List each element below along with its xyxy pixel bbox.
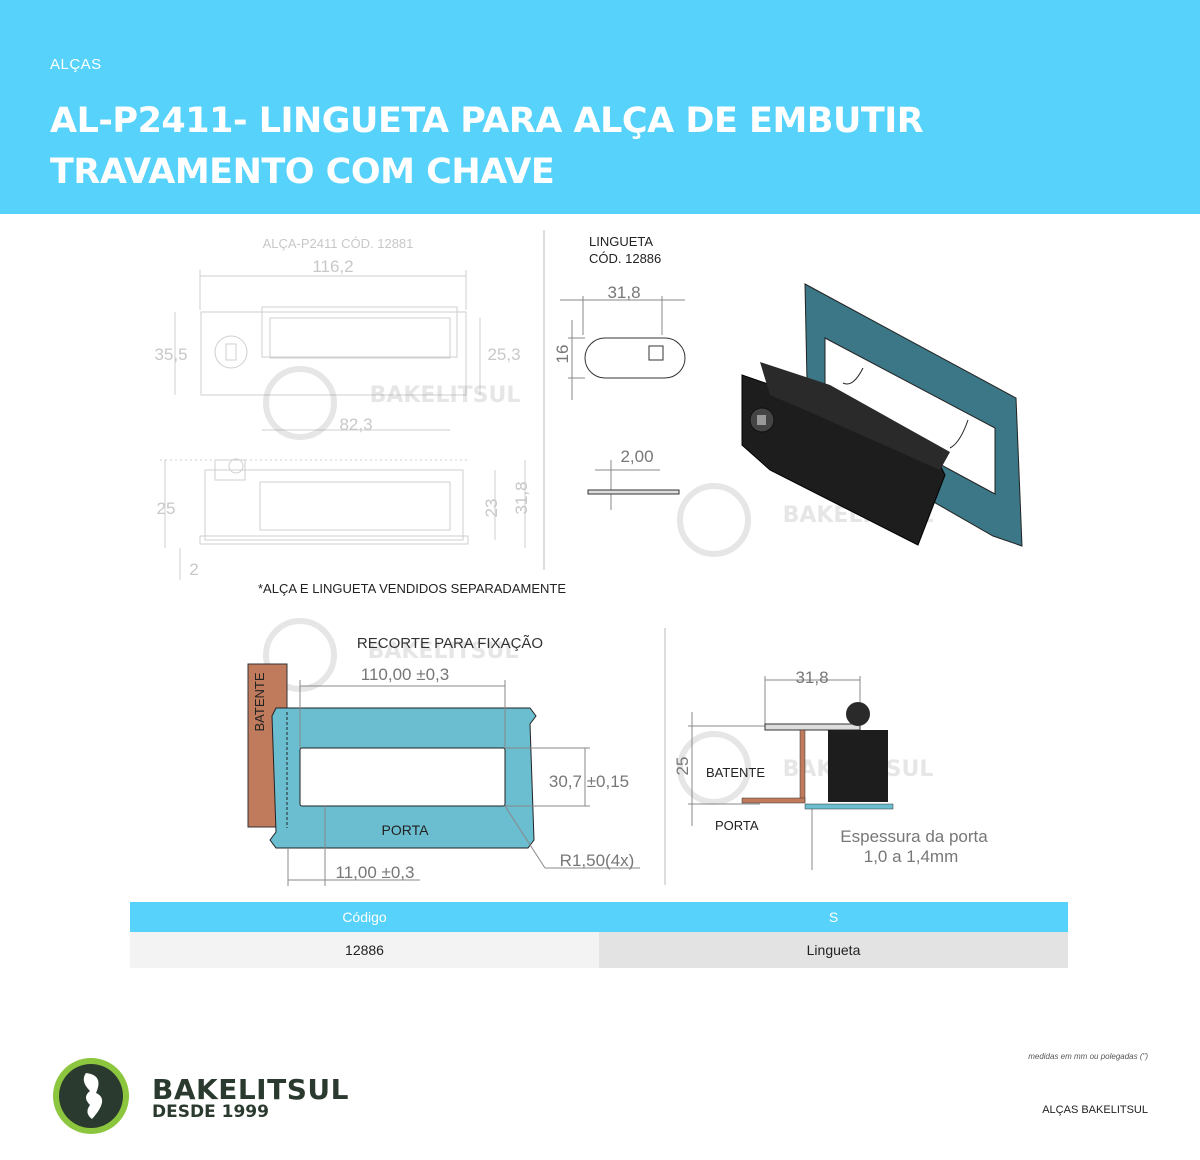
table-header-code: Código: [342, 909, 387, 925]
category-label: ALÇAS: [50, 56, 102, 73]
table-cell-code: 12886: [130, 932, 599, 968]
latch-drawing: LINGUETA CÓD. 12886 31,8 16 2,00: [553, 234, 686, 510]
handle-drawing: ALÇA-P2411 CÓD. 12881 116,2 35,5 25,3 82…: [154, 236, 531, 580]
handle-inner-height-dim: 25,3: [487, 345, 520, 364]
brand-since: DESDE 1999: [152, 1102, 269, 1122]
cutout-offset-dim: 11,00 ±0,3: [336, 863, 415, 882]
page-title: AL-P2411- LINGUETA PARA ALÇA DE EMBUTIR …: [50, 101, 924, 192]
thickness-line-1: Espessura da porta: [840, 827, 988, 846]
handle-width-dim: 116,2: [312, 257, 353, 276]
brand-name: BAKELITSUL: [152, 1073, 349, 1106]
technical-drawing: ALÇA-P2411 CÓD. 12881 116,2 35,5 25,3 82…: [154, 230, 1023, 886]
table-header: Código S: [130, 902, 1068, 932]
cutout-width-dim: 110,00 ±0,3: [361, 665, 449, 684]
svg-text:BAKELITSUL: BAKELITSUL: [368, 639, 519, 664]
thickness-line-2: 1,0 a 1,4mm: [864, 847, 959, 866]
cutout-title: RECORTE PARA FIXAÇÃO: [357, 635, 543, 652]
handle-height-dim: 35,5: [154, 345, 187, 364]
header-banner: ALÇAS AL-P2411- LINGUETA PARA ALÇA DE EM…: [0, 0, 1200, 214]
table-header-s: S: [828, 909, 839, 925]
svg-text:BAKELITSUL: BAKELITSUL: [370, 383, 521, 408]
handle-inner-width-dim: 82,3: [339, 415, 372, 434]
cutout-height-dim: 30,7 ±0,15: [549, 772, 629, 791]
units-note: medidas em mm ou polegadas ("): [1028, 1052, 1148, 1061]
section-door-label: PORTA: [715, 818, 759, 833]
footer-tag: ALÇAS BAKELITSUL: [1042, 1104, 1148, 1116]
latch-height-dim: 16: [553, 345, 572, 364]
brand-logo: [53, 1058, 129, 1134]
sold-separately-note: *ALÇA E LINGUETA VENDIDOS SEPARADAMENTE: [258, 581, 566, 596]
side-height-dim: 25: [157, 499, 176, 518]
base-dim: 2: [189, 560, 198, 579]
cutout-stop-label: BATENTE: [252, 672, 267, 731]
side-inner-dim: 23: [482, 499, 501, 518]
cutout-radius-dim: R1,50(4x): [560, 851, 635, 870]
section-height-dim: 25: [673, 757, 692, 776]
table-row: 12886 Lingueta: [130, 932, 1068, 968]
latch-label-1: LINGUETA: [589, 234, 653, 249]
product-render: [741, 283, 1023, 547]
section-stop-label: BATENTE: [706, 765, 765, 780]
cutout-drawing: RECORTE PARA FIXAÇÃO BATENTE PORTA 110,0…: [247, 635, 640, 886]
latch-label-2: CÓD. 12886: [589, 251, 661, 266]
cutout-door-label: PORTA: [382, 822, 430, 838]
section-width-dim: 31,8: [795, 668, 828, 687]
latch-width-dim: 31,8: [607, 283, 640, 302]
latch-thickness-dim: 2,00: [620, 447, 653, 466]
section-drawing: 31,8 25 BATENTE PORTA Espessura da porta…: [673, 668, 988, 870]
product-table: Código S 12886 Lingueta: [130, 902, 1068, 968]
table-cell-name: Lingueta: [599, 932, 1068, 968]
handle-label: ALÇA-P2411 CÓD. 12881: [263, 236, 414, 251]
side-total-dim: 31,8: [512, 481, 531, 514]
